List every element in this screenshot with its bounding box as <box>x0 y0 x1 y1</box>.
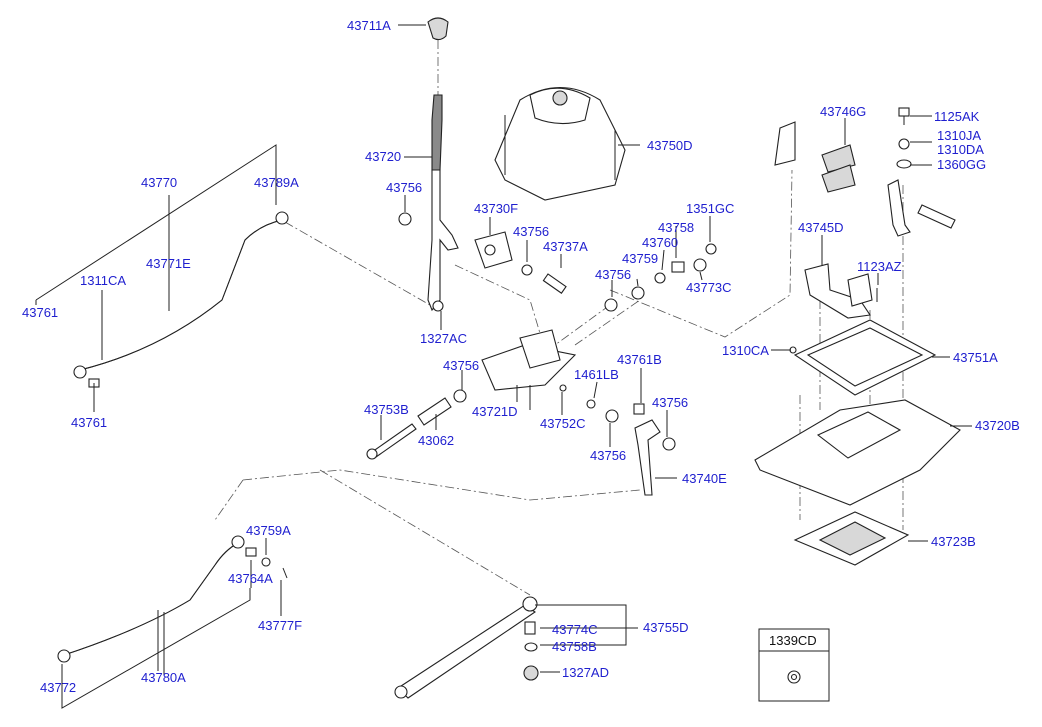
label-43723B: 43723B <box>931 534 976 549</box>
label-43758-top: 43758 <box>658 220 694 235</box>
label-43751A: 43751A <box>953 350 998 365</box>
label-43773C: 43773C <box>686 280 732 295</box>
label-1327AD: 1327AD <box>562 665 609 680</box>
gasket-43751A <box>789 319 937 396</box>
label-43756-top: 43756 <box>386 180 422 195</box>
label-43720: 43720 <box>365 149 401 164</box>
label-43062: 43062 <box>418 433 454 448</box>
label-43756-lever-a: 43756 <box>652 395 688 410</box>
shift-knob-43711A <box>427 17 449 41</box>
label-43764A: 43764A <box>228 571 273 586</box>
label-43756-mid: 43756 <box>513 224 549 239</box>
label-43759: 43759 <box>622 251 658 266</box>
label-1123AZ: 1123AZ <box>857 259 902 274</box>
label-1310CA: 1310CA <box>722 343 769 358</box>
label-1327AC: 1327AC <box>420 331 467 346</box>
label-1339CD: 1339CD <box>769 633 817 648</box>
label-43761B: 43761B <box>617 352 662 367</box>
label-43745D: 43745D <box>798 220 844 235</box>
small-bushings <box>398 212 717 451</box>
label-43746G: 43746G <box>820 104 866 119</box>
label-43737A: 43737A <box>543 239 588 254</box>
label-43758B: 43758B <box>552 639 597 654</box>
label-43770: 43770 <box>141 175 177 190</box>
label-43730F: 43730F <box>474 201 518 216</box>
select-cable-43780A <box>57 535 288 663</box>
shift-boot-43750D <box>494 86 626 201</box>
label-43740E: 43740E <box>682 471 727 486</box>
label-43774C: 43774C <box>552 622 598 637</box>
label-43756-lever-b: 43756 <box>590 448 626 463</box>
label-43753B: 43753B <box>364 402 409 417</box>
label-43761-left: 43761 <box>22 305 58 320</box>
label-43777F: 43777F <box>258 618 302 633</box>
label-1360GG: 1360GG <box>937 157 986 172</box>
bracket-43746G <box>774 121 956 237</box>
fasteners-top-right <box>896 107 912 169</box>
label-43721D: 43721D <box>472 404 518 419</box>
label-43756-left-mid: 43756 <box>443 358 479 373</box>
label-43780A: 43780A <box>141 670 186 685</box>
label-1351GC: 1351GC <box>686 201 734 216</box>
inset-box-1339CD <box>758 628 830 702</box>
label-43760: 43760 <box>642 235 678 250</box>
part-labels: 43711A 43720 43756 1327AC 43770 43789A 1… <box>22 18 1020 695</box>
label-43711A: 43711A <box>347 18 391 33</box>
label-43759A: 43759A <box>246 523 291 538</box>
sleeve-43062 <box>417 397 452 426</box>
label-1311CA: 1311CA <box>80 273 126 288</box>
shift-cable-43771E <box>73 211 289 388</box>
leader-lines <box>35 24 972 709</box>
label-43771E: 43771E <box>146 256 191 271</box>
label-43756-right: 43756 <box>595 267 631 282</box>
plate-43720B <box>754 399 961 506</box>
label-1310DA: 1310DA <box>937 142 984 157</box>
label-1310JA: 1310JA <box>937 128 981 143</box>
label-1461LB: 1461LB <box>574 367 619 382</box>
base-bracket-43721D <box>481 329 577 410</box>
bolt-43753B <box>366 423 417 460</box>
label-43772: 43772 <box>40 680 76 695</box>
label-43755D: 43755D <box>643 620 689 635</box>
cover-43723B <box>793 511 910 566</box>
selector-housing-43730F <box>474 231 513 269</box>
label-43750D: 43750D <box>647 138 693 153</box>
lever-43755D <box>394 596 539 699</box>
bracket-43745D <box>804 263 878 319</box>
label-43789A: 43789A <box>254 175 299 190</box>
label-43720B: 43720B <box>975 418 1020 433</box>
label-43761-bottom: 43761 <box>71 415 107 430</box>
label-43752C: 43752C <box>540 416 586 431</box>
label-1125AK: 1125AK <box>934 109 980 124</box>
shift-lever-43720 <box>427 94 459 312</box>
select-lever-43740E <box>634 419 661 496</box>
